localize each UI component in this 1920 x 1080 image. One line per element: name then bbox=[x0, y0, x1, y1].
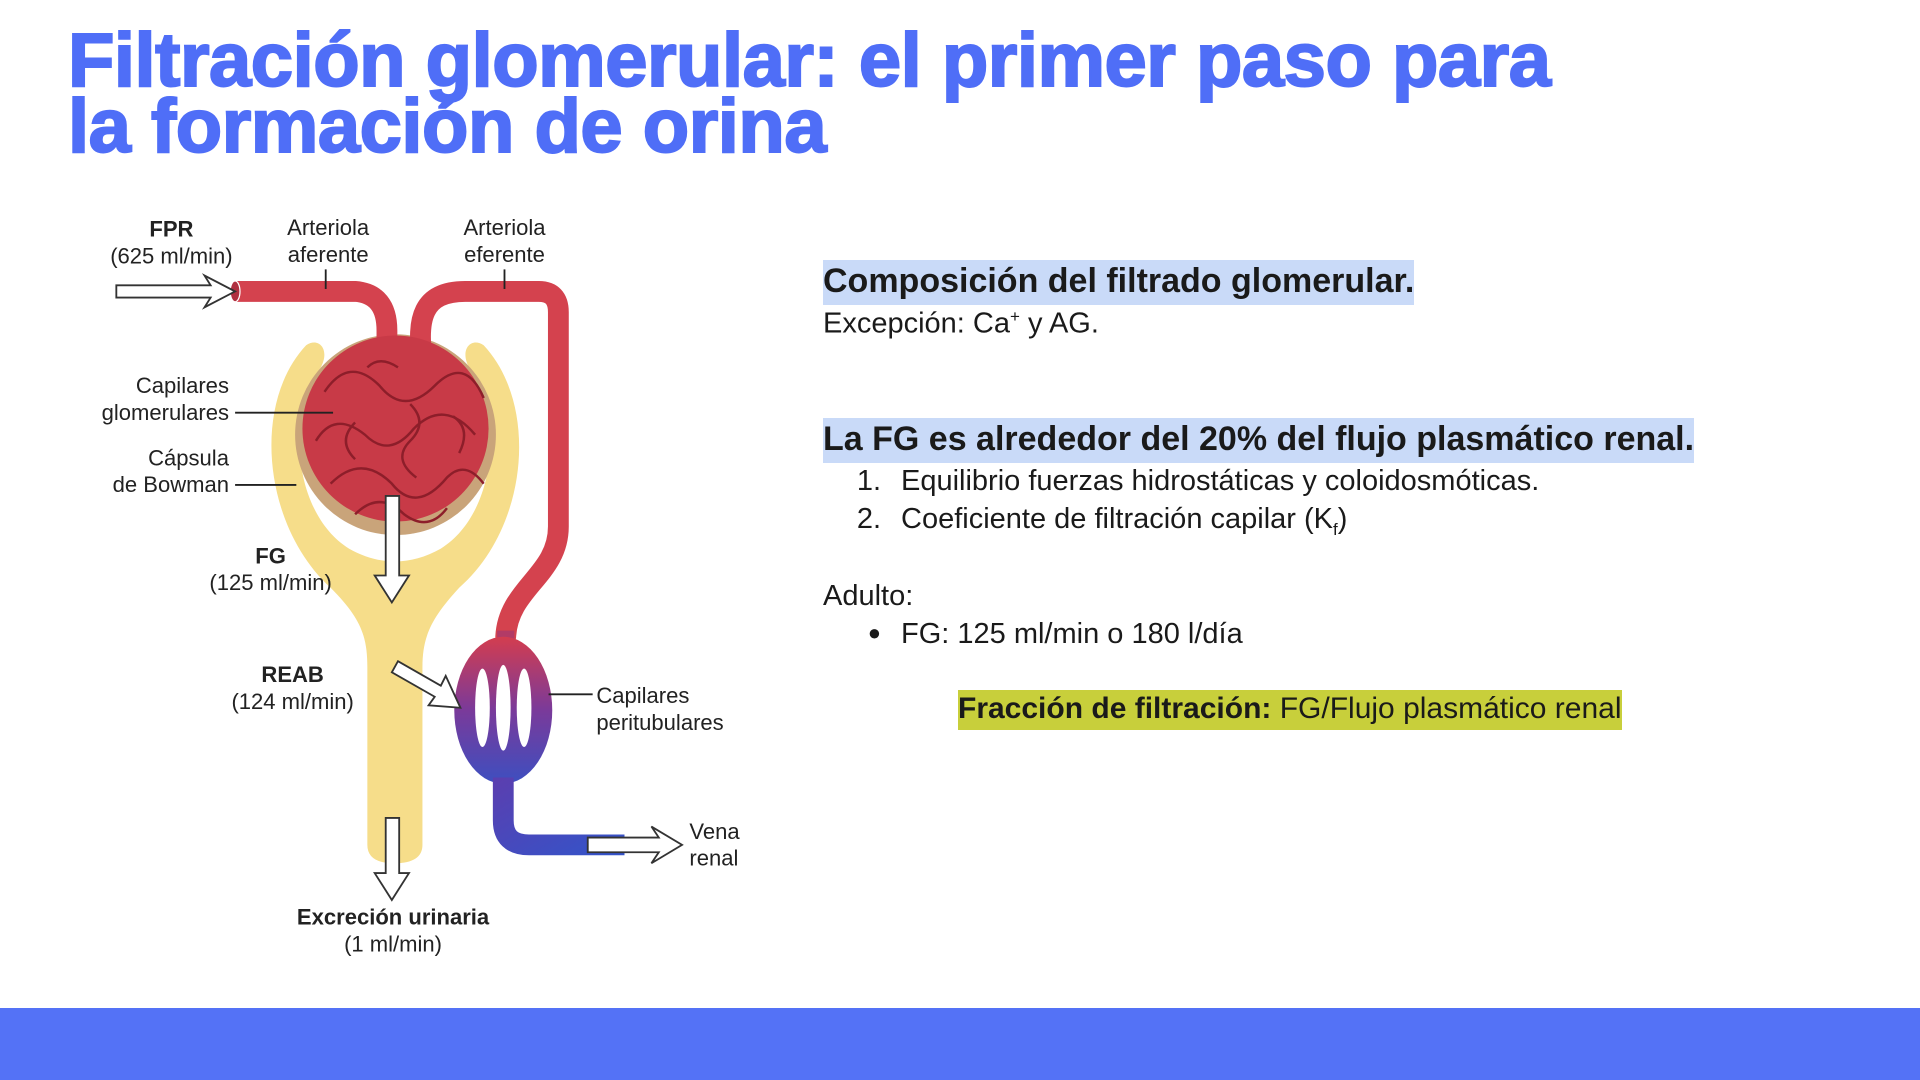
bullet-icon: ● bbox=[867, 620, 881, 645]
fpr-arrow-icon bbox=[115, 273, 238, 310]
reab-label: REAB bbox=[261, 662, 323, 687]
vein-label-1: Vena bbox=[689, 819, 740, 844]
slide-title: Filtración glomerular: el primer paso pa… bbox=[67, 18, 1552, 169]
vein-arrow-icon bbox=[586, 825, 684, 865]
list-text: Coeficiente de filtración capilar (K bbox=[901, 503, 1333, 535]
ff-text: FG/Flujo plasmático renal bbox=[1271, 692, 1622, 725]
fg-label: FG bbox=[255, 543, 286, 568]
fpr-value: (625 ml/min) bbox=[110, 243, 232, 268]
adult-item: ● FG: 125 ml/min o 180 l/día bbox=[823, 618, 1243, 651]
exception-sup: + bbox=[1010, 307, 1020, 326]
fg-arrow-icon bbox=[373, 495, 411, 605]
glomerular-capillaries-label-1: Capilares bbox=[136, 373, 229, 398]
heading-fg-percentage: La FG es alrededor del 20% del flujo pla… bbox=[823, 418, 1695, 463]
reab-value: (124 ml/min) bbox=[231, 689, 353, 714]
list-sub: f bbox=[1332, 519, 1338, 539]
exception-prefix: Excepción: Ca bbox=[823, 307, 1010, 340]
excretion-arrow-icon bbox=[373, 817, 411, 902]
bowman-label-2: de Bowman bbox=[113, 472, 229, 497]
ff-label: Fracción de filtración: bbox=[958, 692, 1272, 725]
list-number: 2. bbox=[856, 503, 881, 535]
title-line-2: la formación de orina bbox=[67, 84, 828, 169]
peritubular-label-1: Capilares bbox=[596, 683, 689, 708]
list-item: 1. Equilibrio fuerzas hidrostáticas y col… bbox=[823, 465, 1539, 498]
fpr-label: FPR bbox=[149, 216, 193, 241]
heading-composition: Composición del filtrado glomerular. bbox=[823, 260, 1415, 305]
adult-item-text: FG: 125 ml/min o 180 l/día bbox=[901, 618, 1243, 650]
reab-arrow-icon bbox=[390, 659, 462, 709]
excretion-label: Excreción urinaria bbox=[297, 904, 490, 929]
bowman-label-1: Cápsula bbox=[148, 445, 230, 470]
glomerular-capillaries-label-2: glomerulares bbox=[102, 400, 229, 425]
list-suffix: ) bbox=[1337, 503, 1348, 535]
excretion-value: (1 ml/min) bbox=[344, 931, 442, 956]
efferent-arteriole bbox=[410, 281, 569, 648]
afferent-label-2: aferente bbox=[288, 242, 369, 267]
efferent-label-2: eferente bbox=[464, 242, 545, 267]
afferent-arteriole bbox=[235, 281, 398, 368]
list-number: 1. bbox=[856, 465, 881, 497]
exception-suffix: y AG. bbox=[1019, 307, 1099, 340]
footer-band bbox=[0, 1008, 1920, 1080]
list-text: Equilibrio fuerzas hidrostáticas y coloi… bbox=[901, 465, 1540, 497]
exception-text: Excepción: Ca+ y AG. bbox=[823, 307, 1099, 341]
filtration-fraction: Fracción de filtración: FG/Flujo plasmát… bbox=[958, 690, 1622, 730]
peritubular-capillaries bbox=[454, 630, 553, 784]
fg-value: (125 ml/min) bbox=[209, 570, 331, 595]
glomerular-capillaries bbox=[302, 335, 489, 524]
list-item: 2. Coeficiente de filtración capilar (Kf) bbox=[823, 503, 1348, 540]
afferent-label-1: Arteriola bbox=[287, 215, 370, 240]
efferent-label-1: Arteriola bbox=[463, 215, 546, 240]
title-line-1: Filtración glomerular: el primer paso pa… bbox=[67, 18, 1552, 103]
renal-vein bbox=[492, 777, 625, 856]
peritubular-label-2: peritubulares bbox=[596, 710, 723, 735]
adult-label: Adulto: bbox=[823, 580, 914, 612]
vein-label-2: renal bbox=[689, 846, 738, 871]
